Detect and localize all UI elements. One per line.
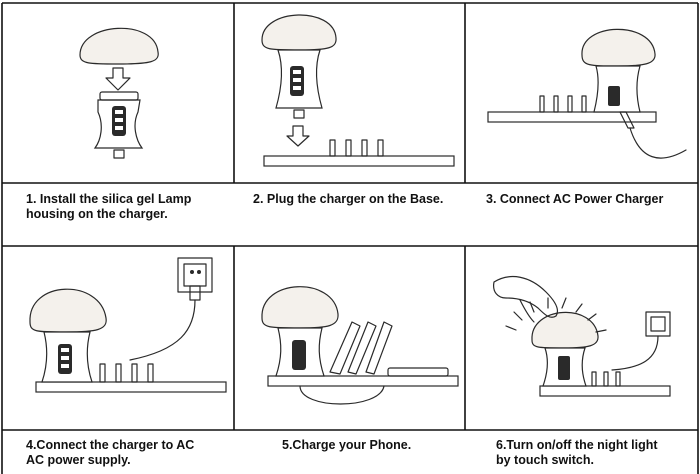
step-1-caption: 1. Install the silica gel Lamp housing o… xyxy=(26,192,191,222)
step-4-line-1: 4.Connect the charger to AC xyxy=(26,438,195,452)
step5-illustration xyxy=(261,286,459,405)
step3-illustration xyxy=(487,28,687,159)
step4-illustration xyxy=(29,257,227,393)
step-1-line-2: housing on the charger. xyxy=(26,207,168,221)
step6-illustration xyxy=(493,275,671,397)
step-6-line-1: 6.Turn on/off the night light xyxy=(496,438,658,452)
step-4-line-2: AC power supply. xyxy=(26,453,131,467)
step2-illustration xyxy=(261,14,455,167)
step-6-line-2: by touch switch. xyxy=(496,453,594,467)
step-4-caption: 4.Connect the charger to AC AC power sup… xyxy=(26,438,194,468)
step-6-caption: 6.Turn on/off the night light by touch s… xyxy=(496,438,658,468)
step-3-line-1: 3. Connect AC Power Charger xyxy=(486,192,664,206)
step1-illustration xyxy=(79,27,159,159)
step-2-line-1: 2. Plug the charger on the Base. xyxy=(253,192,444,206)
step-3-caption: 3. Connect AC Power Charger xyxy=(486,192,663,207)
step-1-line-1: 1. Install the silica gel Lamp xyxy=(26,192,192,206)
step-2-caption: 2. Plug the charger on the Base. xyxy=(253,192,443,207)
step-5-line-1: 5.Charge your Phone. xyxy=(282,438,412,452)
step-5-caption: 5.Charge your Phone. xyxy=(282,438,411,453)
